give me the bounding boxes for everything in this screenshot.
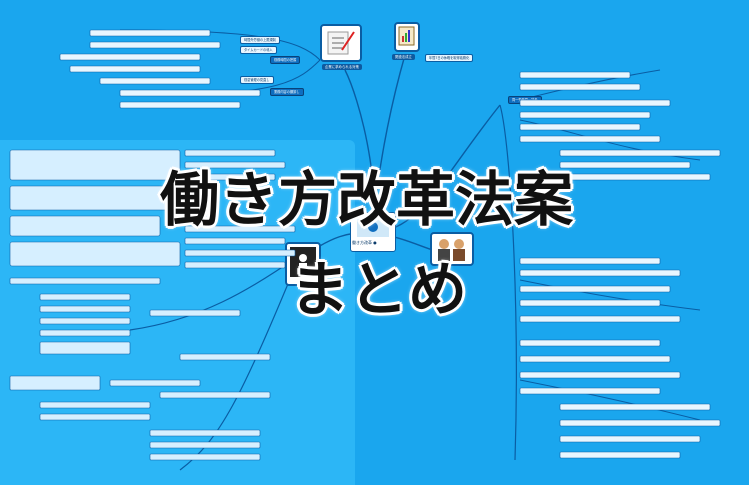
- branch-label-related[interactable]: 関連法成立: [392, 54, 415, 60]
- chart-book-icon[interactable]: [394, 22, 420, 52]
- left-top-node-b[interactable]: 業務内容の棚卸し: [270, 88, 304, 96]
- related-detail-node[interactable]: 年間7日の休暇を取得義務化: [425, 54, 474, 62]
- people-icon[interactable]: [430, 232, 474, 266]
- left-top-node-a[interactable]: 勤務時間の把握: [270, 56, 301, 64]
- headline-subtitle: まとめ: [290, 255, 468, 324]
- plan-item-timecard[interactable]: タイムカードの導入: [240, 46, 277, 54]
- center-node[interactable]: [350, 212, 396, 252]
- headline-title: 働き方改革法案: [160, 165, 574, 234]
- center-node-label: 働き方改革 ●: [352, 240, 377, 245]
- checklist-icon[interactable]: [320, 24, 362, 62]
- plan-item-review[interactable]: 勤怠管理の見直し: [240, 76, 274, 84]
- branch-label-plans[interactable]: 企業に求められる対策: [322, 64, 362, 70]
- plan-item-overtime[interactable]: 時間外労働の上限規制: [240, 36, 280, 44]
